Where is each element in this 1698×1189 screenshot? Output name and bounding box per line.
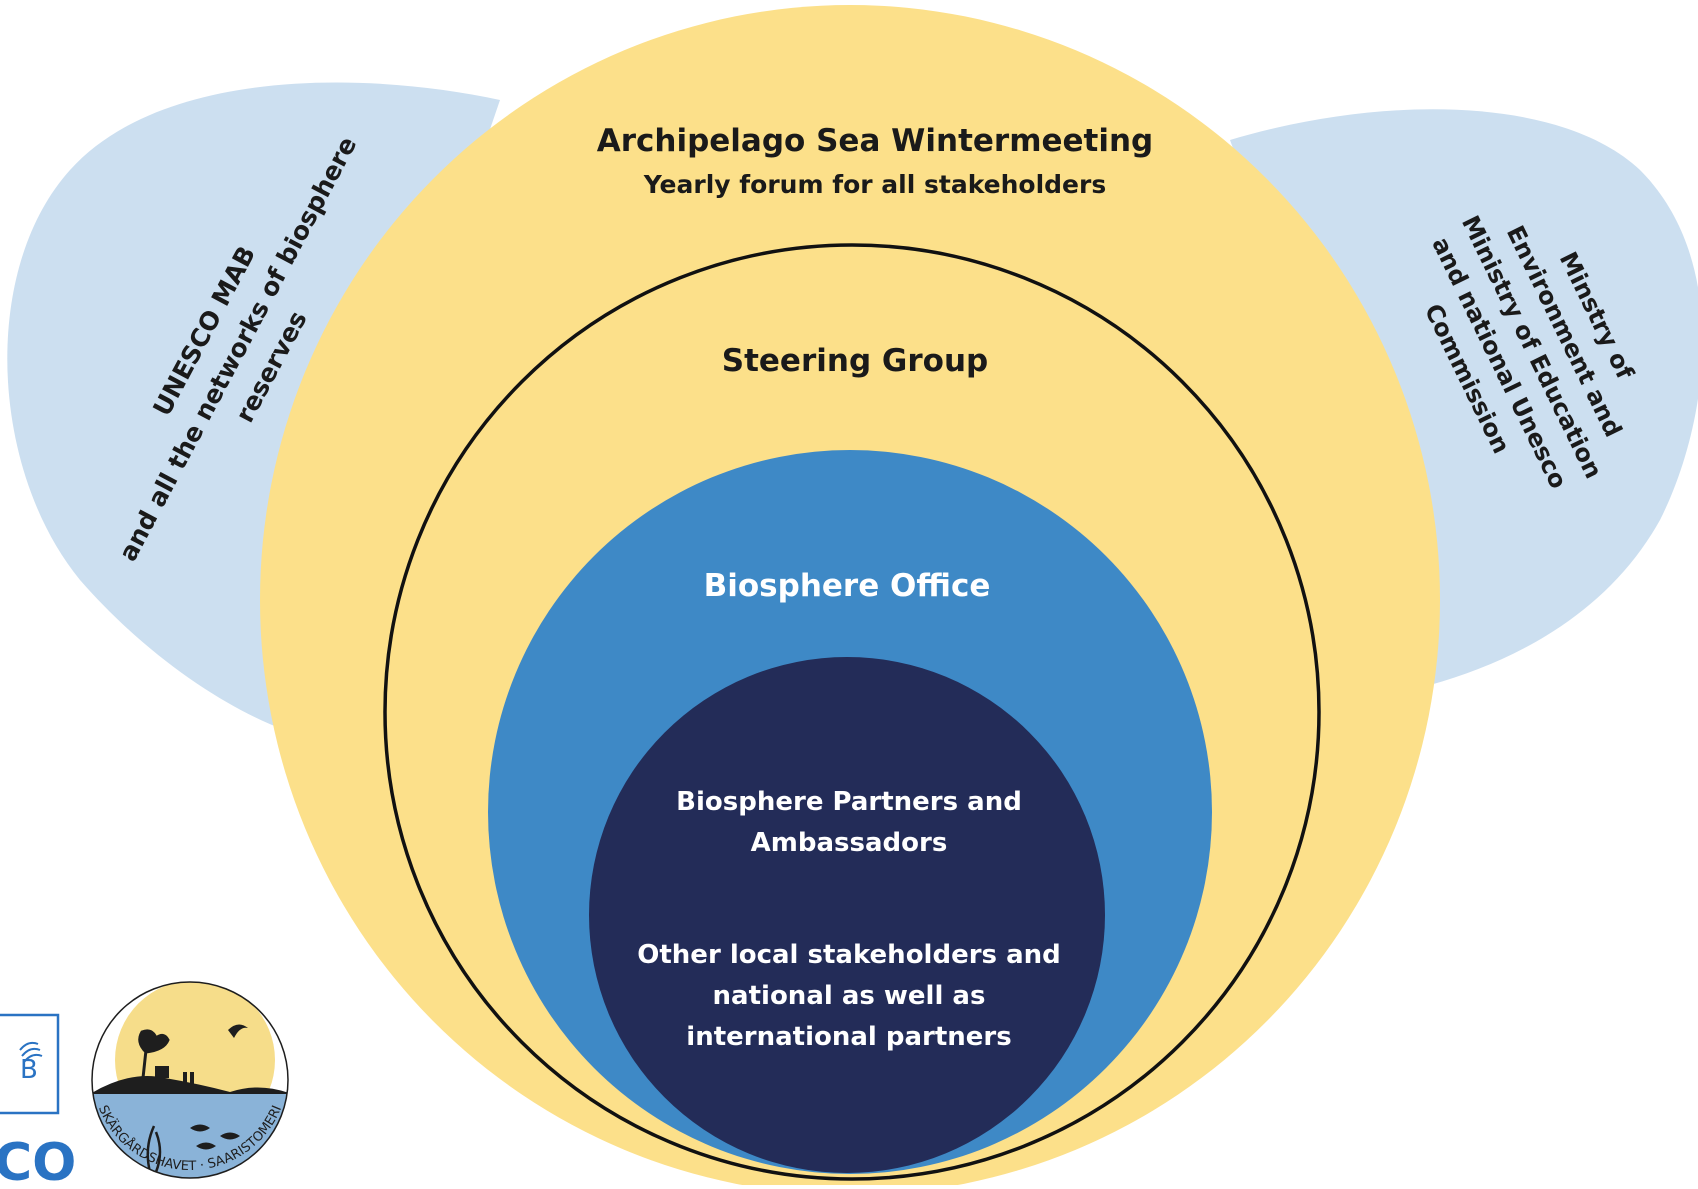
mab-logo: B CO: [0, 1013, 76, 1189]
mab-logo-frame: [0, 1013, 60, 1115]
mab-logo-waves-icon: [19, 1041, 43, 1063]
mab-logo-letter: B: [20, 1055, 38, 1085]
right-lobe-shape: [1230, 109, 1698, 685]
core-circle: [589, 657, 1105, 1173]
seal-tree-icon: [138, 1029, 170, 1079]
left-lobe-shape: [7, 82, 500, 731]
steering-group-title: Steering Group: [722, 343, 988, 379]
partners-label-line2: Ambassadors: [751, 828, 948, 858]
seal-fish-icon: [190, 1124, 240, 1150]
unesco-fragment: CO: [0, 1133, 76, 1185]
stakeholders-label-line1: Other local stakeholders and: [637, 940, 1060, 970]
stakeholders-label-line2: national as well as: [713, 981, 986, 1011]
wintermeeting-subtitle: Yearly forum for all stakeholders: [643, 170, 1106, 199]
steering-group-ring: [383, 243, 1321, 1181]
seal-seaweed-icon: [146, 1125, 162, 1173]
seal-people-icon: [183, 1072, 194, 1086]
seal-bird-icon: [228, 1024, 248, 1038]
archipelago-seal-logo: SKÄRGÅRDSHAVET · SAARISTOMERI: [91, 981, 289, 1179]
stakeholders-label-line3: international partners: [686, 1022, 1011, 1052]
wintermeeting-title: Archipelago Sea Wintermeeting: [597, 123, 1154, 159]
seal-house-icon: [155, 1066, 169, 1078]
partners-label-line1: Biosphere Partners and: [676, 787, 1022, 817]
biosphere-office-title: Biosphere Office: [704, 568, 991, 604]
